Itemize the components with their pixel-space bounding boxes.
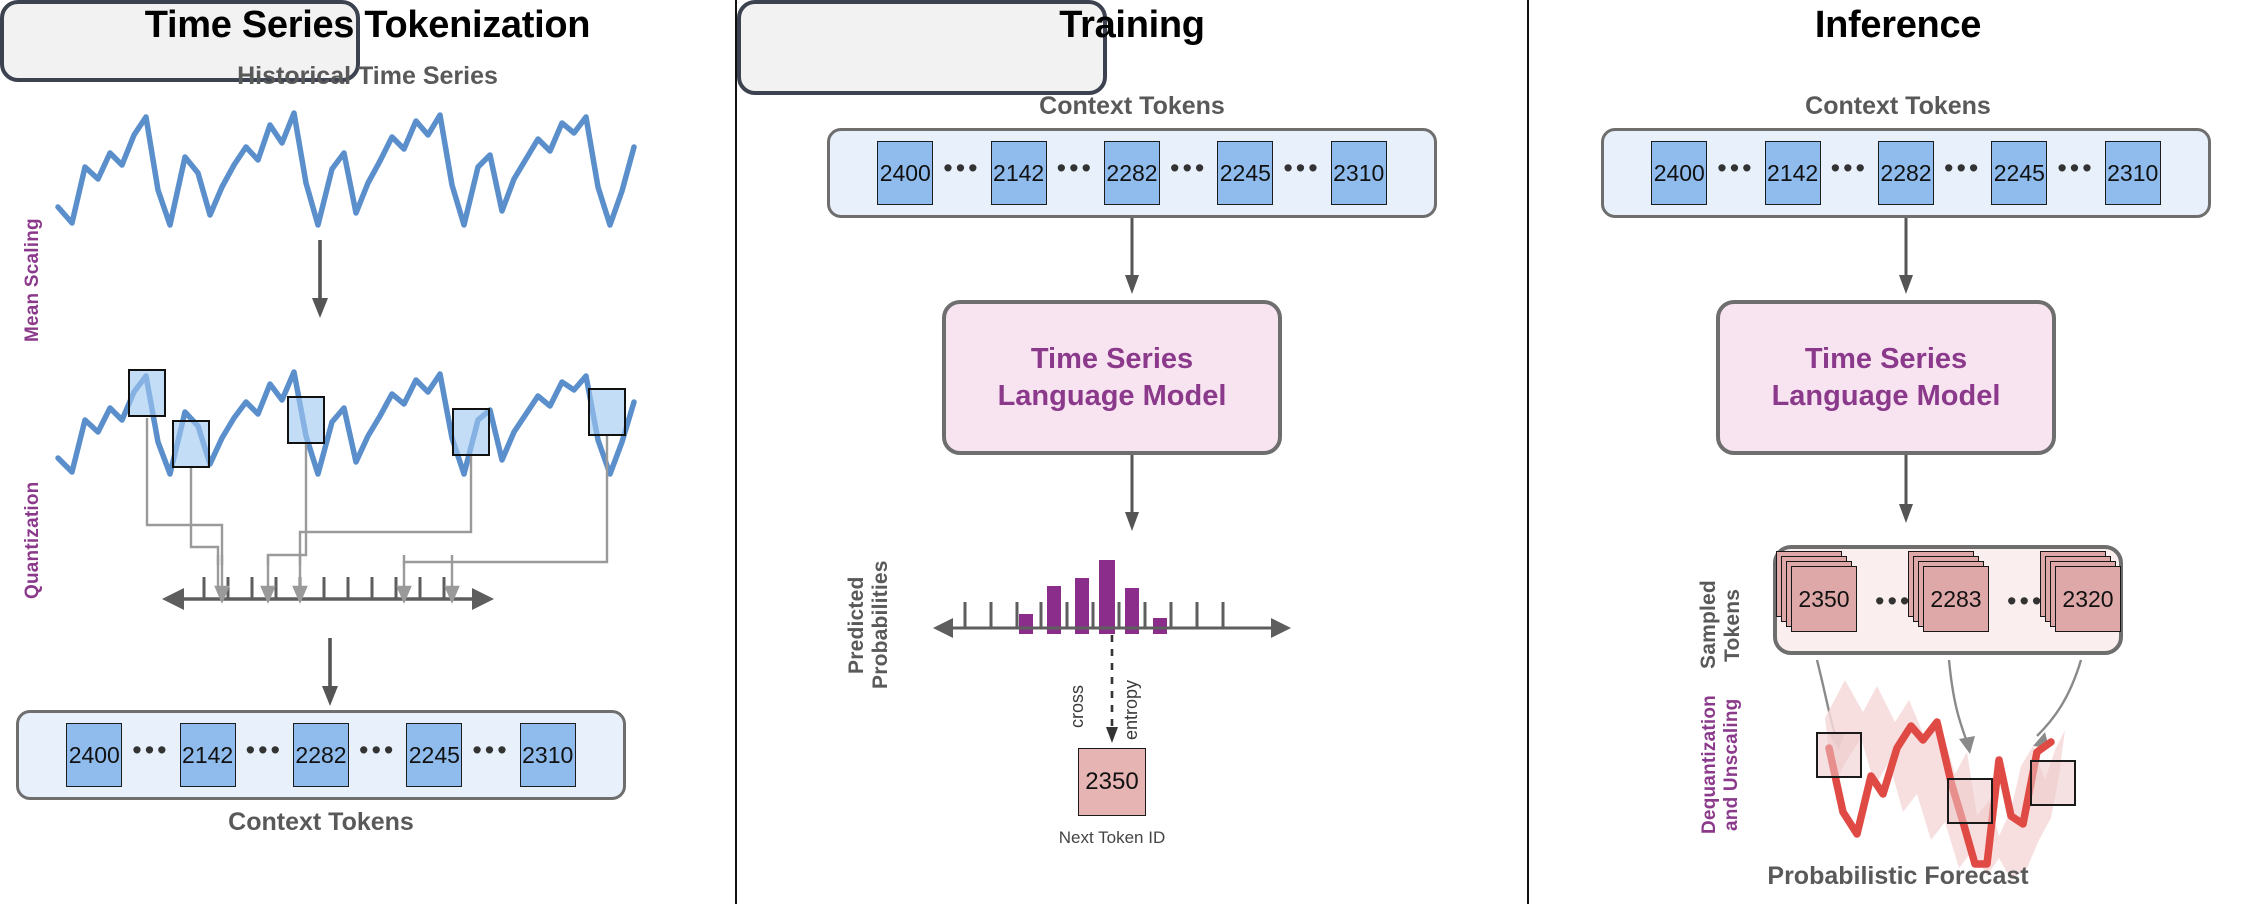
sampled-token-card[interactable]: 2350 (1791, 566, 1857, 632)
tokenization-output-arrow (322, 638, 338, 706)
panel-title-training: Training (1059, 4, 1205, 46)
predicted-probabilities-chart (933, 560, 1291, 638)
forecast-marker-3 (2030, 760, 2076, 806)
quantization-bin-arrows (214, 555, 460, 605)
training-model-box: Time Series Language Model (942, 300, 1282, 455)
panel-tokenization: Time Series Tokenization Historical Time… (0, 0, 735, 904)
token-ellipsis: ••• (1056, 152, 1094, 183)
inference-context-token-strip: 2400 ••• 2142 ••• 2282 ••• 2245 ••• 2310 (1601, 128, 2211, 218)
context-token-box[interactable]: 2400 (877, 141, 934, 205)
mean-scaling-arrow (312, 240, 328, 318)
cross-entropy-connector (1106, 635, 1118, 743)
context-token-box[interactable]: 2245 (1217, 141, 1274, 205)
context-token-box[interactable]: 2245 (406, 723, 463, 787)
panel-divider-1 (735, 0, 737, 904)
training-context-token-strip: 2400 ••• 2142 ••• 2282 ••• 2245 ••• 2310 (827, 128, 1437, 218)
sample-highlight-box-5 (588, 388, 626, 436)
token-ellipsis: ••• (2057, 152, 2095, 183)
context-token-box[interactable]: 2310 (2104, 141, 2161, 205)
context-token-box[interactable]: 2282 (1104, 141, 1160, 205)
sample-highlight-box-1 (128, 369, 166, 417)
token-ellipsis: ••• (1283, 152, 1321, 183)
cross-entropy-label-line1: cross (1067, 684, 1087, 728)
probabilistic-forecast-chart (1825, 680, 2065, 880)
sample-highlight-box-3 (287, 396, 325, 444)
token-ellipsis: ••• (943, 152, 981, 183)
context-token-box[interactable]: 2282 (293, 723, 349, 787)
sampled-token-card[interactable]: 2283 (1923, 566, 1989, 632)
historical-series-label: Historical Time Series (237, 62, 498, 90)
panel-title-tokenization: Time Series Tokenization (144, 4, 591, 46)
next-token-id-box: 2350 (1078, 748, 1146, 816)
sampled-token-ellipsis: ••• (2007, 586, 2045, 616)
context-token-box[interactable]: 2310 (1330, 141, 1387, 205)
context-token-box[interactable]: 2142 (1764, 141, 1821, 205)
forecast-marker-1 (1816, 732, 1862, 778)
panel-divider-2 (1527, 0, 1529, 904)
inference-context-tokens-caption: Context Tokens (1805, 92, 1991, 120)
context-token-box[interactable]: 2245 (1991, 141, 2048, 205)
token-ellipsis: ••• (1944, 152, 1982, 183)
token-ellipsis: ••• (132, 734, 170, 765)
token-ellipsis: ••• (359, 734, 397, 765)
next-token-id-caption: Next Token ID (1058, 828, 1166, 847)
token-ellipsis: ••• (1717, 152, 1755, 183)
scaled-series-chart (55, 369, 637, 477)
context-token-box[interactable]: 2400 (1651, 141, 1708, 205)
tokenization-context-tokens-caption: Context Tokens (228, 808, 414, 836)
context-token-box[interactable]: 2142 (179, 723, 236, 787)
context-token-box[interactable]: 2400 (66, 723, 123, 787)
token-ellipsis: ••• (245, 734, 283, 765)
sample-highlight-box-2 (172, 420, 210, 468)
sample-highlight-box-4 (452, 408, 490, 456)
sampled-token-card[interactable]: 2320 (2055, 566, 2121, 632)
training-context-tokens-caption: Context Tokens (1039, 92, 1225, 120)
panel-title-inference: Inference (1814, 4, 1982, 46)
context-token-box[interactable]: 2310 (519, 723, 576, 787)
context-token-box[interactable]: 2142 (990, 141, 1047, 205)
predicted-probabilities-box (737, 0, 1107, 95)
tokenization-context-token-strip: 2400 ••• 2142 ••• 2282 ••• 2245 ••• 2310 (16, 710, 626, 800)
forecast-marker-2 (1947, 778, 1993, 824)
token-ellipsis: ••• (1830, 152, 1868, 183)
inference-context-to-model-arrow (1899, 218, 1913, 294)
inference-model-label: Time Series Language Model (1771, 343, 2001, 412)
historical-series-chart (55, 110, 637, 228)
inference-model-to-sampled-arrow (1899, 455, 1913, 523)
inference-model-box: Time Series Language Model (1716, 300, 2056, 455)
token-ellipsis: ••• (1170, 152, 1208, 183)
token-ellipsis: ••• (472, 734, 510, 765)
stage-label-mean-scaling: Mean Scaling (22, 218, 43, 342)
cross-entropy-label-line2: entropy (1121, 679, 1141, 740)
training-model-to-probs-arrow (1125, 455, 1139, 531)
panel-inference: Inference Context Tokens 2400•••2142•••2… (1529, 0, 2267, 904)
quantization-axis-box (0, 0, 360, 82)
sampled-token-ellipsis: ••• (1875, 586, 1913, 616)
predicted-probabilities-label: Predicted Probabilities (845, 560, 893, 690)
training-model-label: Time Series Language Model (997, 343, 1227, 412)
probabilistic-forecast-caption: Probabilistic Forecast (1767, 862, 2029, 890)
panel-training: Training Context Tokens 2400 ••• 2142 ••• 22… (737, 0, 1527, 904)
training-context-to-model-arrow (1125, 218, 1139, 294)
context-token-box[interactable]: 2282 (1878, 141, 1934, 205)
